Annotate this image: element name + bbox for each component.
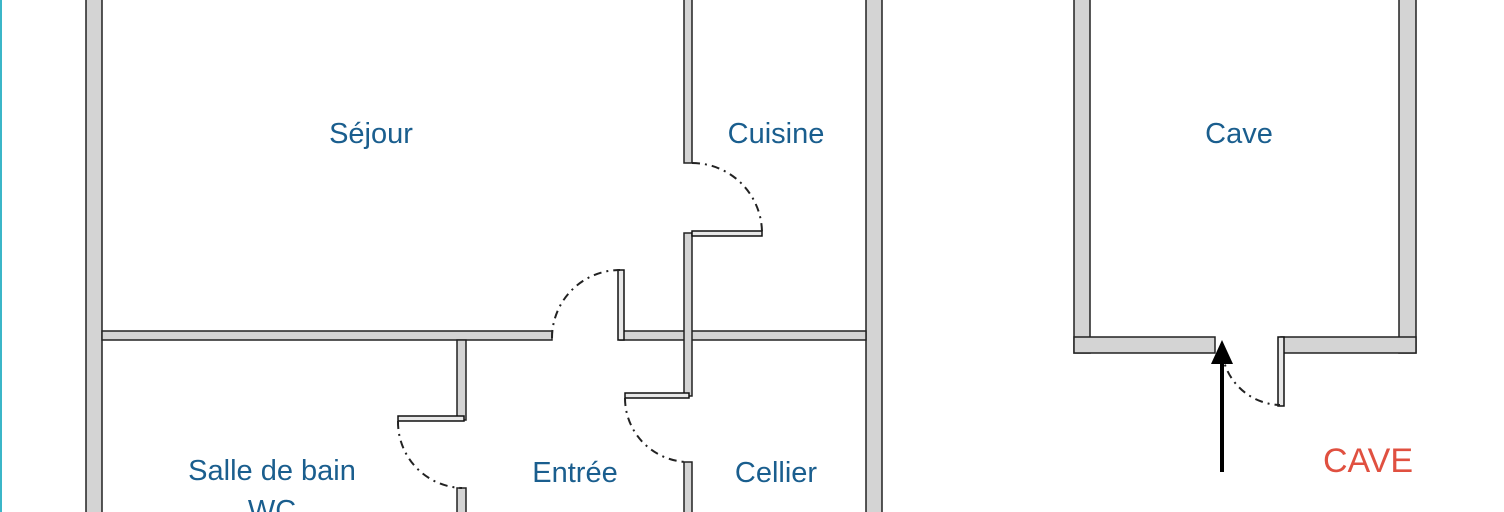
label-entree: Entrée xyxy=(532,457,617,489)
label-cave: Cave xyxy=(1205,118,1273,150)
cave-wall-bottom-left xyxy=(1073,336,1216,354)
cave-wall-right xyxy=(1398,0,1417,354)
kitchen-door xyxy=(691,230,763,237)
bathroom-door xyxy=(397,415,465,422)
left-border xyxy=(0,0,2,512)
bathroom-door-swing xyxy=(396,420,463,489)
cave-wall-bottom-right xyxy=(1280,336,1417,354)
kitchen-wall-upper xyxy=(683,0,693,164)
kitchen-door-swing xyxy=(691,162,763,234)
label-wc: WC xyxy=(248,495,296,512)
entry-door-swing xyxy=(551,269,621,339)
bathroom-wall-lower xyxy=(456,487,467,512)
label-salle-de-bain: Salle de bain xyxy=(188,455,356,487)
outer-wall-right xyxy=(865,0,883,512)
cave-walls xyxy=(1073,0,1417,407)
outer-wall-left xyxy=(85,0,103,512)
cave-wall-left xyxy=(1073,0,1091,354)
label-cellier: Cellier xyxy=(735,457,818,489)
apartment-walls xyxy=(85,0,883,512)
apartment-doors xyxy=(396,162,763,489)
entry-door xyxy=(617,269,625,341)
label-sejour: Séjour xyxy=(329,118,413,150)
cellier-door-swing xyxy=(624,397,689,463)
middle-wall-left xyxy=(101,330,553,341)
cellier-door xyxy=(624,392,690,399)
cave-door-swing xyxy=(1221,351,1281,406)
label-cave-annotation: CAVE xyxy=(1323,442,1413,480)
bathroom-wall-upper xyxy=(456,339,467,421)
label-cuisine: Cuisine xyxy=(728,118,825,150)
kitchen-wall-lower xyxy=(683,232,693,397)
cellier-wall-lower xyxy=(683,461,693,512)
cave-door xyxy=(1277,336,1285,407)
arrow-up-icon xyxy=(1211,340,1233,364)
middle-wall-right xyxy=(619,330,867,341)
room-labels: Séjour Cuisine Cave Salle de bain WC Ent… xyxy=(188,118,1413,512)
entrance-arrow xyxy=(1211,340,1233,472)
